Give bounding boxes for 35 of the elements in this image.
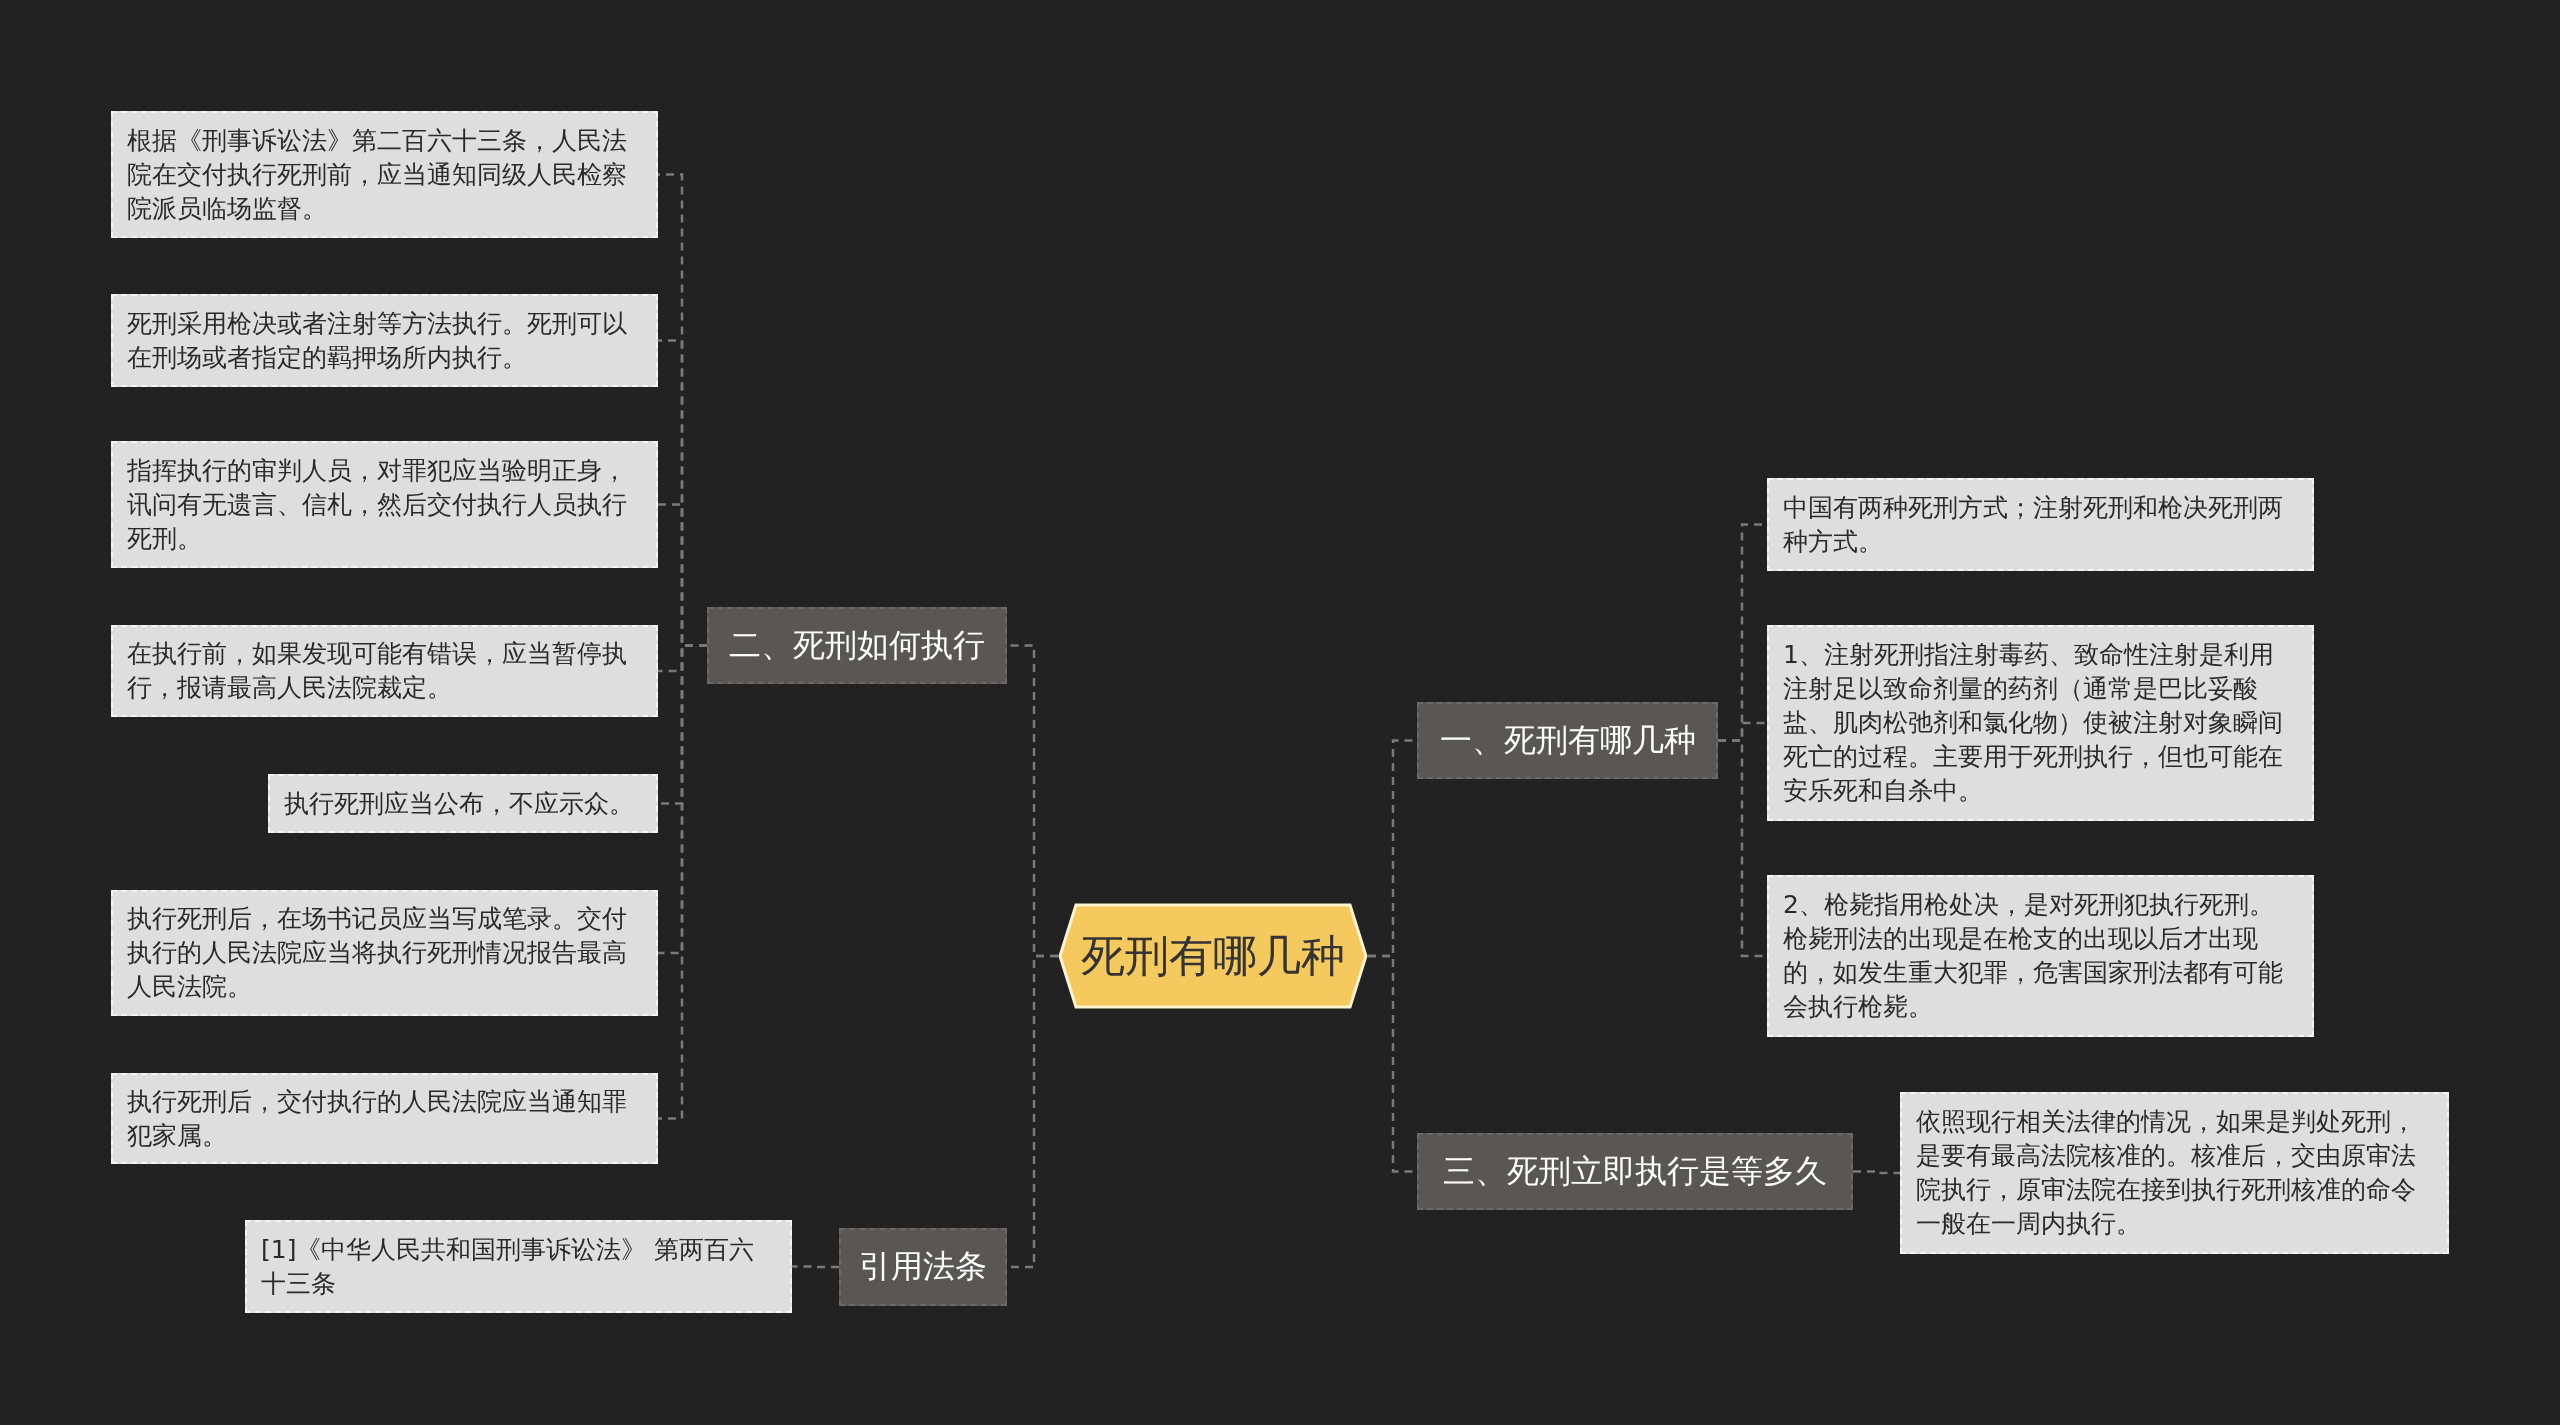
note-box	[268, 774, 658, 833]
note-text: 执行死刑应当公布，不应示众。	[284, 787, 634, 820]
branch-box	[707, 607, 1007, 684]
topic-title: 死刑有哪几种	[1081, 928, 1345, 983]
note-text: 1、注射死刑指注射毒药、致命性注射是利用注射足以致命剂量的药剂（通常是巴比妥酸盐、肌肉松弛剂和氯化物）使被注射对象瞬间死亡的过程。主要用于死刑执行，但也可能在安乐死和自杀中。	[1783, 639, 2284, 807]
note-text: 在执行前，如果发现可能有错误，应当暂停执行，报请最高人民法院裁定。	[127, 638, 628, 704]
note-text: 死刑采用枪决或者注射等方法执行。死刑可以在刑场或者指定的羁押场所内执行。	[127, 307, 628, 374]
note-box	[111, 1073, 658, 1164]
note-box	[111, 890, 658, 1016]
branch-title: 引用法条	[859, 1246, 987, 1287]
note-box	[1767, 625, 2314, 821]
branch-title: 二、死刑如何执行	[729, 624, 985, 666]
note-box	[245, 1220, 792, 1313]
note-text: 指挥执行的审判人员，对罪犯应当验明正身，讯问有无遗言、信札，然后交付执行人员执行死刑。	[127, 454, 628, 555]
note-box	[111, 294, 658, 387]
note-text: 执行死刑后，交付执行的人民法院应当通知罪犯家属。	[127, 1085, 628, 1152]
note-box	[1767, 875, 2314, 1037]
branch-box	[1417, 702, 1718, 779]
note-box	[111, 111, 658, 238]
note-box	[111, 441, 658, 568]
note-box	[111, 625, 658, 717]
note-text: 中国有两种死刑方式；注射死刑和枪决死刑两种方式。	[1783, 491, 2284, 558]
note-text: 根据《刑事诉讼法》第二百六十三条，人民法院在交付执行死刑前，应当通知同级人民检察院派员临场监督。	[127, 124, 628, 225]
branch-title: 三、死刑立即执行是等多久	[1443, 1150, 1827, 1192]
note-box	[1767, 478, 2314, 571]
note-text: [1]《中华人民共和国刑事诉讼法》 第两百六十三条	[261, 1233, 756, 1300]
note-box	[1900, 1092, 2449, 1254]
connector-line	[1853, 1170, 1900, 1175]
note-text: 2、枪毙指用枪处决，是对死刑犯执行死刑。枪毙刑法的出现是在枪支的出现以后才出现的，如发生重大犯罪，危害国家刑法都有可能会执行枪毙。	[1783, 889, 2284, 1023]
note-text: 执行死刑后，在场书记员应当写成笔录。交付执行的人民法院应当将执行死刑情况报告最高人民法院。	[127, 903, 628, 1003]
note-text: 依照现行相关法律的情况，如果是判处死刑，是要有最高法院核准的。核准后，交由原审法院执行，原审法院在接到执行死刑核准的命令一般在一周内执行。	[1916, 1106, 2417, 1240]
branch-title: 一、死刑有哪几种	[1439, 719, 1696, 761]
branch-box	[839, 1228, 1007, 1306]
branch-box	[1417, 1133, 1853, 1210]
connector-line	[792, 1265, 839, 1269]
